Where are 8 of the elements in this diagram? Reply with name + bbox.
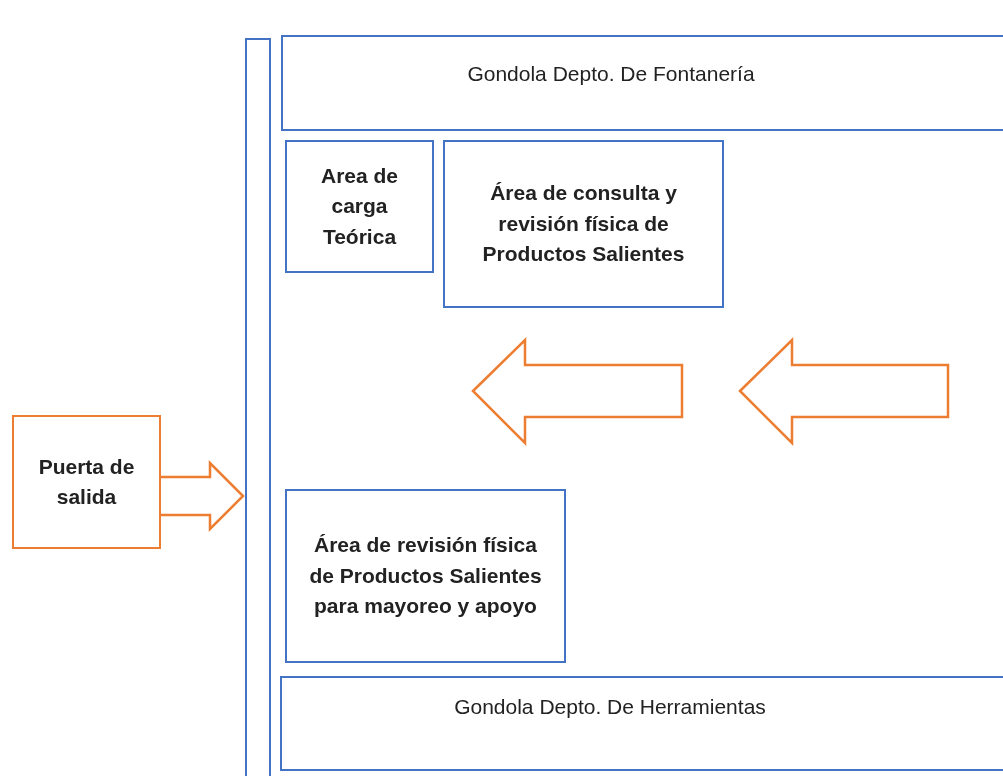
area-box: Área de consulta y revisión física de Productos Salientes bbox=[443, 140, 724, 308]
shelf-box: Gondola Depto. De Herramientas bbox=[280, 676, 1003, 771]
wall-bar bbox=[245, 38, 271, 776]
exit-door-box: Puerta de salida bbox=[12, 415, 161, 549]
block-arrow bbox=[158, 460, 245, 532]
area-box: Área de revisión física de Productos Salientes para mayoreo y apoyo bbox=[285, 489, 566, 663]
area-box: Area de carga Teórica bbox=[285, 140, 434, 273]
shelf-box: Gondola Depto. De Fontanería bbox=[281, 35, 1003, 131]
